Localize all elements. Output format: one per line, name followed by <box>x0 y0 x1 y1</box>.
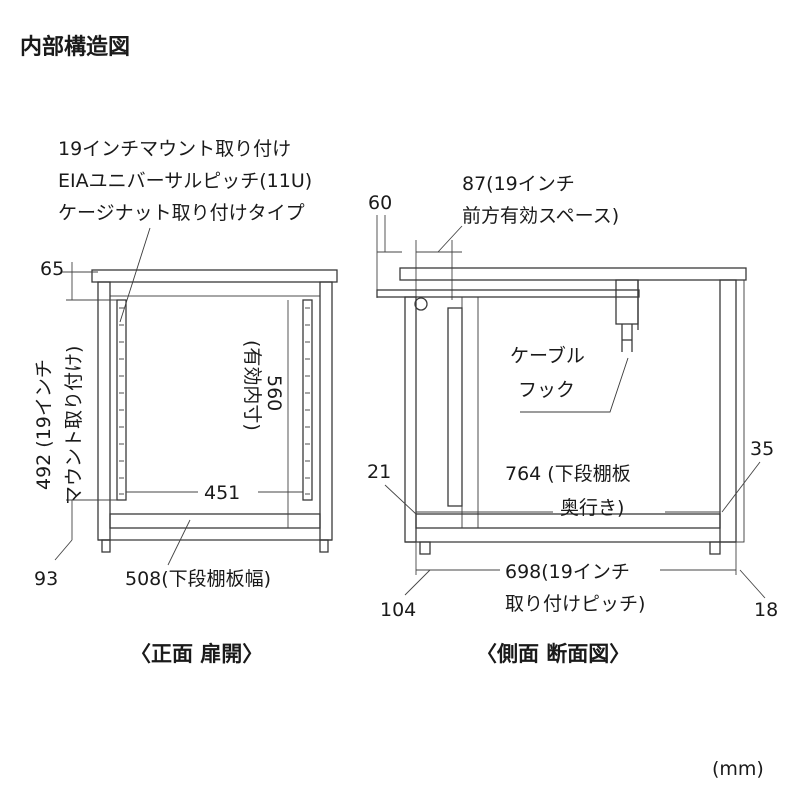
front-left-rail-holes <box>119 307 124 495</box>
side-view: 60 87(19インチ 前方有効スペース) <box>367 173 778 666</box>
side-dim-764-line-1: 764 (下段棚板 <box>505 463 631 485</box>
front-dim-451: 451 <box>204 482 240 504</box>
front-dim-492-line-1: 492 (19インチ <box>33 359 55 490</box>
front-bottom-shelf <box>109 513 321 529</box>
front-note-line-2: EIAユニバーサルピッチ(11U) <box>58 170 312 192</box>
side-dim-35: 35 <box>750 438 774 460</box>
hook-label-line-2: フック <box>518 379 575 401</box>
side-dim-60: 60 <box>368 192 392 214</box>
front-left-post <box>97 281 111 541</box>
front-left-foot <box>101 539 111 553</box>
front-left-rail <box>116 299 127 501</box>
side-door-knob <box>414 297 428 311</box>
front-note-line-3: ケージナット取り付けタイプ <box>58 202 305 224</box>
hook-label-line-1: ケーブル <box>510 344 585 367</box>
front-right-rail-holes <box>305 307 310 495</box>
side-front-foot <box>419 541 431 555</box>
side-rear-post <box>719 279 737 543</box>
side-top-plate <box>399 267 747 281</box>
page-title: 内部構造図 <box>20 34 130 60</box>
front-dim-65: 65 <box>40 258 64 280</box>
front-right-post <box>319 281 333 541</box>
front-note-leader <box>119 227 151 323</box>
front-right-foot <box>319 539 329 553</box>
side-dim-698-line-2: 取り付けピッチ) <box>505 593 645 615</box>
side-caption: 〈側面 断面図〉 <box>476 642 630 666</box>
front-dim-560-note: (有効内寸) <box>241 340 263 431</box>
side-bottom-shelf <box>415 513 721 529</box>
side-dim-764-line-2: 奥行き) <box>560 497 624 519</box>
side-dim-87-line-2: 前方有効スペース) <box>462 205 619 227</box>
side-dim-18: 18 <box>754 599 778 621</box>
side-dim-698-line-1: 698(19インチ <box>505 561 630 583</box>
side-dim-87-line-1: 87(19インチ <box>462 173 575 195</box>
front-dim-93: 93 <box>34 568 58 590</box>
side-front-rail <box>376 289 640 298</box>
front-right-rail <box>302 299 313 501</box>
front-top-frame <box>109 281 321 297</box>
front-note-line-1: 19インチマウント取り付け <box>58 138 291 160</box>
unit-label: (mm) <box>712 758 764 780</box>
front-top-plate <box>91 269 338 283</box>
side-dim-21: 21 <box>367 461 391 483</box>
front-view: 19インチマウント取り付け EIAユニバーサルピッチ(11U) ケージナット取り… <box>33 138 338 666</box>
side-rear-panel <box>735 279 745 543</box>
front-dim-508: 508(下段棚板幅) <box>125 568 271 590</box>
front-dim-492-line-2: マウント取り付け) <box>63 346 85 505</box>
side-rear-foot <box>709 541 721 555</box>
cable-hook-icon <box>615 279 639 352</box>
side-mount-rail-front <box>447 307 463 507</box>
front-caption: 〈正面 扉開〉 <box>130 642 263 666</box>
side-dim-104: 104 <box>380 599 416 621</box>
front-dim-560: 560 <box>263 375 285 411</box>
